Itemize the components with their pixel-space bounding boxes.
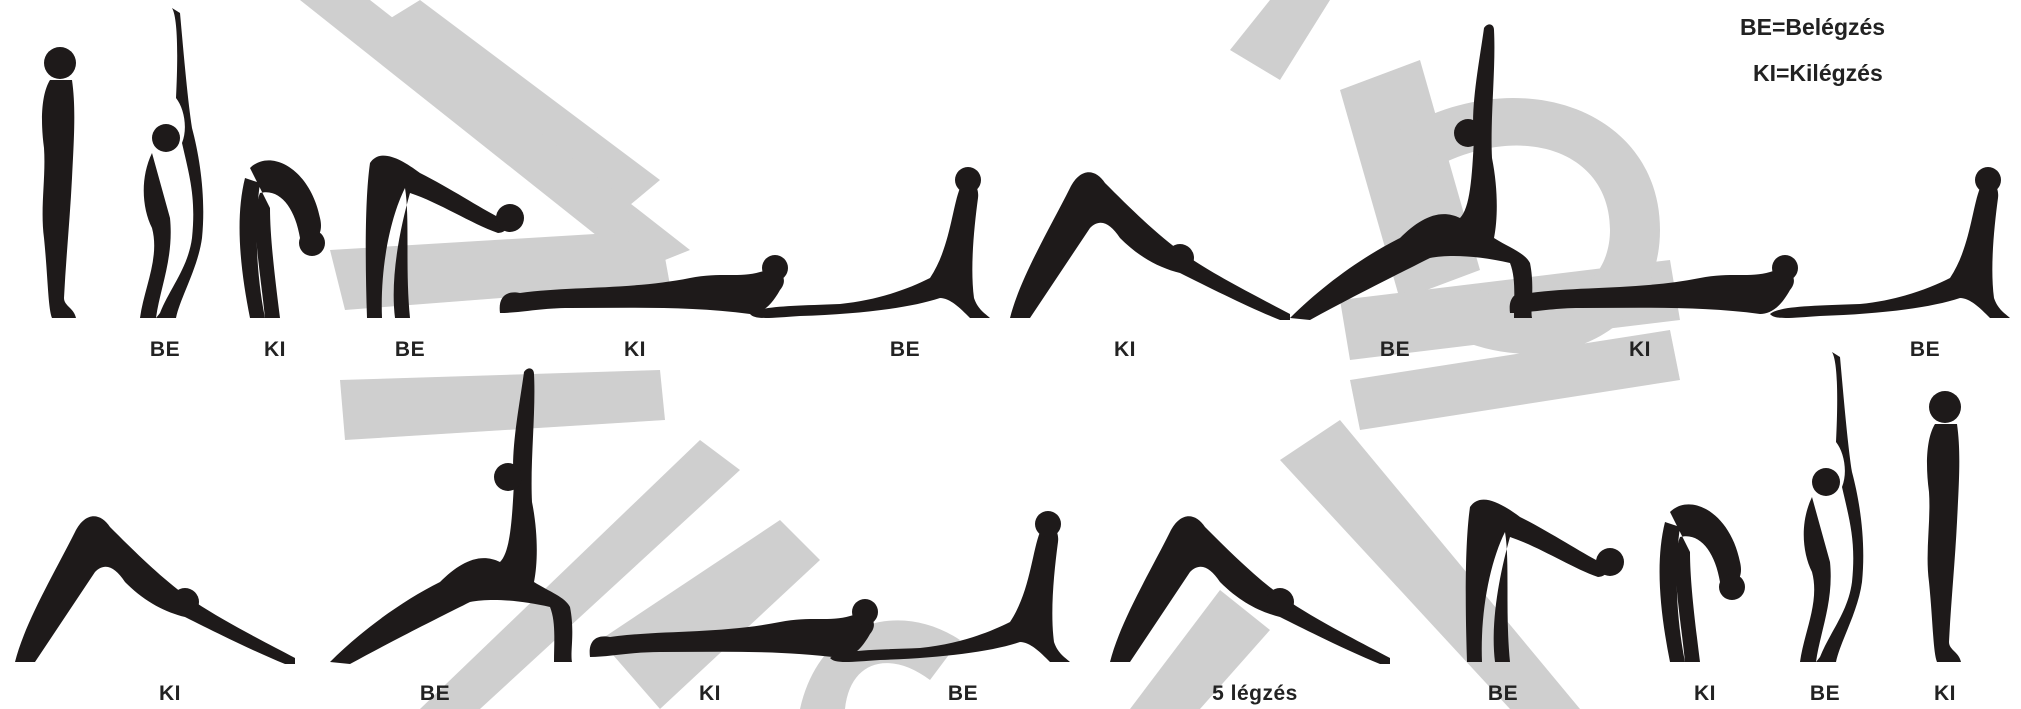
pose-label: KI — [159, 682, 181, 706]
pose-figure-standing — [42, 47, 76, 318]
pose-figure-downward-dog — [1010, 172, 1290, 320]
pose-label: KI — [699, 682, 721, 706]
pose-label: BE — [395, 338, 425, 362]
pose-figure-plank-low — [1510, 255, 1798, 314]
pose-label: BE — [948, 682, 978, 706]
pose-figure-downward-dog — [15, 516, 295, 664]
pose-figure-forward-fold — [240, 160, 325, 318]
pose-label: KI — [624, 338, 646, 362]
pose-figure-plank-low — [500, 255, 788, 314]
pose-figure-cobra — [1770, 167, 2010, 318]
pose-label: KI — [1694, 682, 1716, 706]
legend-be: BE=Belégzés — [1740, 14, 1885, 41]
pose-label: BE — [890, 338, 920, 362]
pose-figure-lunge — [1290, 24, 1532, 320]
pose-figure-cobra — [750, 167, 990, 318]
pose-label: 5 légzés — [1212, 682, 1298, 706]
pose-label: KI — [1114, 338, 1136, 362]
pose-figure-arms-up-arch — [140, 8, 203, 318]
pose-figure-standing — [1927, 391, 1961, 662]
pose-label: BE — [1910, 338, 1940, 362]
legend-ki: KI=Kilégzés — [1753, 60, 1883, 87]
pose-figure-forward-fold — [1660, 504, 1745, 662]
pose-label: BE — [150, 338, 180, 362]
pose-figure-downward-dog — [1110, 516, 1390, 664]
pose-figure-half-lift — [366, 156, 524, 318]
pose-label: KI — [264, 338, 286, 362]
pose-figure-half-lift — [1466, 500, 1624, 662]
pose-figure-arms-up-arch — [1800, 352, 1863, 662]
pose-label: BE — [420, 682, 450, 706]
pose-label: BE — [1810, 682, 1840, 706]
pose-label: KI — [1629, 338, 1651, 362]
pose-figure-plank-low — [590, 599, 878, 658]
pose-label: BE — [1488, 682, 1518, 706]
pose-figure-lunge — [330, 368, 572, 664]
pose-label: BE — [1380, 338, 1410, 362]
pose-label: KI — [1934, 682, 1956, 706]
